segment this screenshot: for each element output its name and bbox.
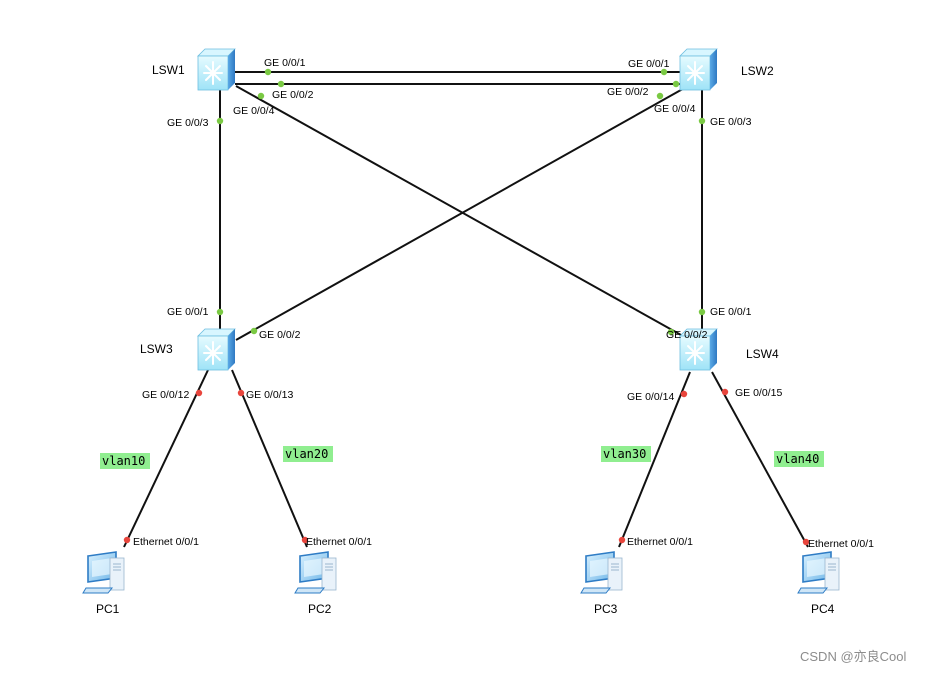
port-dot	[618, 536, 626, 544]
port-dot	[264, 68, 272, 76]
switch-icon	[679, 48, 718, 91]
vlan-labels: vlan10 vlan20 vlan30 vlan40	[100, 446, 824, 469]
port-dot	[698, 117, 706, 125]
port-label: GE 0/0/13	[246, 389, 293, 401]
device-label-pc2: PC2	[308, 602, 332, 616]
port-label: GE 0/0/2	[607, 86, 649, 98]
pc-pc4[interactable]	[797, 551, 840, 594]
port-label: Ethernet 0/0/1	[133, 536, 199, 548]
port-dots	[123, 68, 810, 546]
port-label: GE 0/0/15	[735, 387, 782, 399]
port-dot	[802, 538, 810, 546]
port-label: Ethernet 0/0/1	[808, 538, 874, 550]
port-dot	[237, 389, 245, 397]
switch-icon	[197, 48, 236, 91]
port-label: Ethernet 0/0/1	[627, 536, 693, 548]
port-dot	[698, 308, 706, 316]
port-label: GE 0/0/2	[272, 89, 314, 101]
link-lsw2-lsw3	[235, 85, 689, 341]
port-dot	[216, 308, 224, 316]
port-label: GE 0/0/3	[710, 116, 752, 128]
port-labels: GE 0/0/1 GE 0/0/2 GE 0/0/4 GE 0/0/3 GE 0…	[133, 57, 874, 550]
port-dot	[216, 117, 224, 125]
pc-pc3[interactable]	[580, 551, 623, 594]
switch-lsw2[interactable]	[679, 48, 718, 91]
port-dot	[667, 328, 675, 336]
port-label: GE 0/0/1	[628, 58, 670, 70]
vlan-tag-10: vlan10	[100, 453, 150, 469]
port-dot	[656, 92, 664, 100]
vlan-tag-40: vlan40	[774, 451, 824, 467]
pc-pc2[interactable]	[294, 551, 337, 594]
port-label: GE 0/0/1	[710, 306, 752, 318]
port-label: GE 0/0/1	[167, 306, 209, 318]
pc-icon	[797, 551, 840, 594]
port-dot	[680, 390, 688, 398]
device-label-pc1: PC1	[96, 602, 120, 616]
device-labels: LSW1 LSW2 LSW3 LSW4 PC1 PC2 PC3 PC4	[96, 63, 835, 616]
port-label: Ethernet 0/0/1	[306, 536, 372, 548]
pc-icon	[294, 551, 337, 594]
link-lsw4-pc4	[711, 371, 809, 548]
watermark: CSDN @亦良Cool	[800, 649, 906, 664]
port-label: GE 0/0/4	[654, 103, 696, 115]
port-label: GE 0/0/2	[259, 329, 301, 341]
port-dot	[257, 92, 265, 100]
switch-lsw3[interactable]	[197, 328, 236, 371]
port-dot	[721, 388, 729, 396]
pc-pc1[interactable]	[82, 551, 125, 594]
port-label: GE 0/0/1	[264, 57, 306, 69]
device-label-pc3: PC3	[594, 602, 618, 616]
port-label: GE 0/0/3	[167, 117, 209, 129]
vlan-label: vlan30	[603, 447, 646, 461]
port-label: GE 0/0/2	[666, 329, 708, 341]
pc-icon	[580, 551, 623, 594]
vlan-tag-30: vlan30	[601, 446, 651, 462]
vlan-label: vlan20	[285, 447, 328, 461]
link-lsw3-pc2	[231, 369, 308, 548]
vlan-tag-20: vlan20	[283, 446, 333, 462]
port-dot	[672, 80, 680, 88]
device-label-lsw4: LSW4	[746, 347, 779, 361]
port-dot	[660, 68, 668, 76]
port-dot	[123, 536, 131, 544]
vlan-label: vlan40	[776, 452, 819, 466]
link-lsw3-pc1	[123, 369, 209, 548]
port-dot	[301, 536, 309, 544]
vlan-label: vlan10	[102, 454, 145, 468]
port-dot	[195, 389, 203, 397]
port-label: GE 0/0/12	[142, 389, 189, 401]
device-label-lsw1: LSW1	[152, 63, 185, 77]
device-label-pc4: PC4	[811, 602, 835, 616]
device-label-lsw2: LSW2	[741, 64, 774, 78]
port-label: GE 0/0/4	[233, 105, 275, 117]
port-dot	[277, 80, 285, 88]
switch-lsw1[interactable]	[197, 48, 236, 91]
links	[123, 71, 809, 548]
link-lsw4-pc3	[618, 371, 691, 548]
port-label: GE 0/0/14	[627, 391, 674, 403]
port-dot	[250, 327, 258, 335]
switch-icon	[197, 328, 236, 371]
pc-icon	[82, 551, 125, 594]
device-label-lsw3: LSW3	[140, 342, 173, 356]
